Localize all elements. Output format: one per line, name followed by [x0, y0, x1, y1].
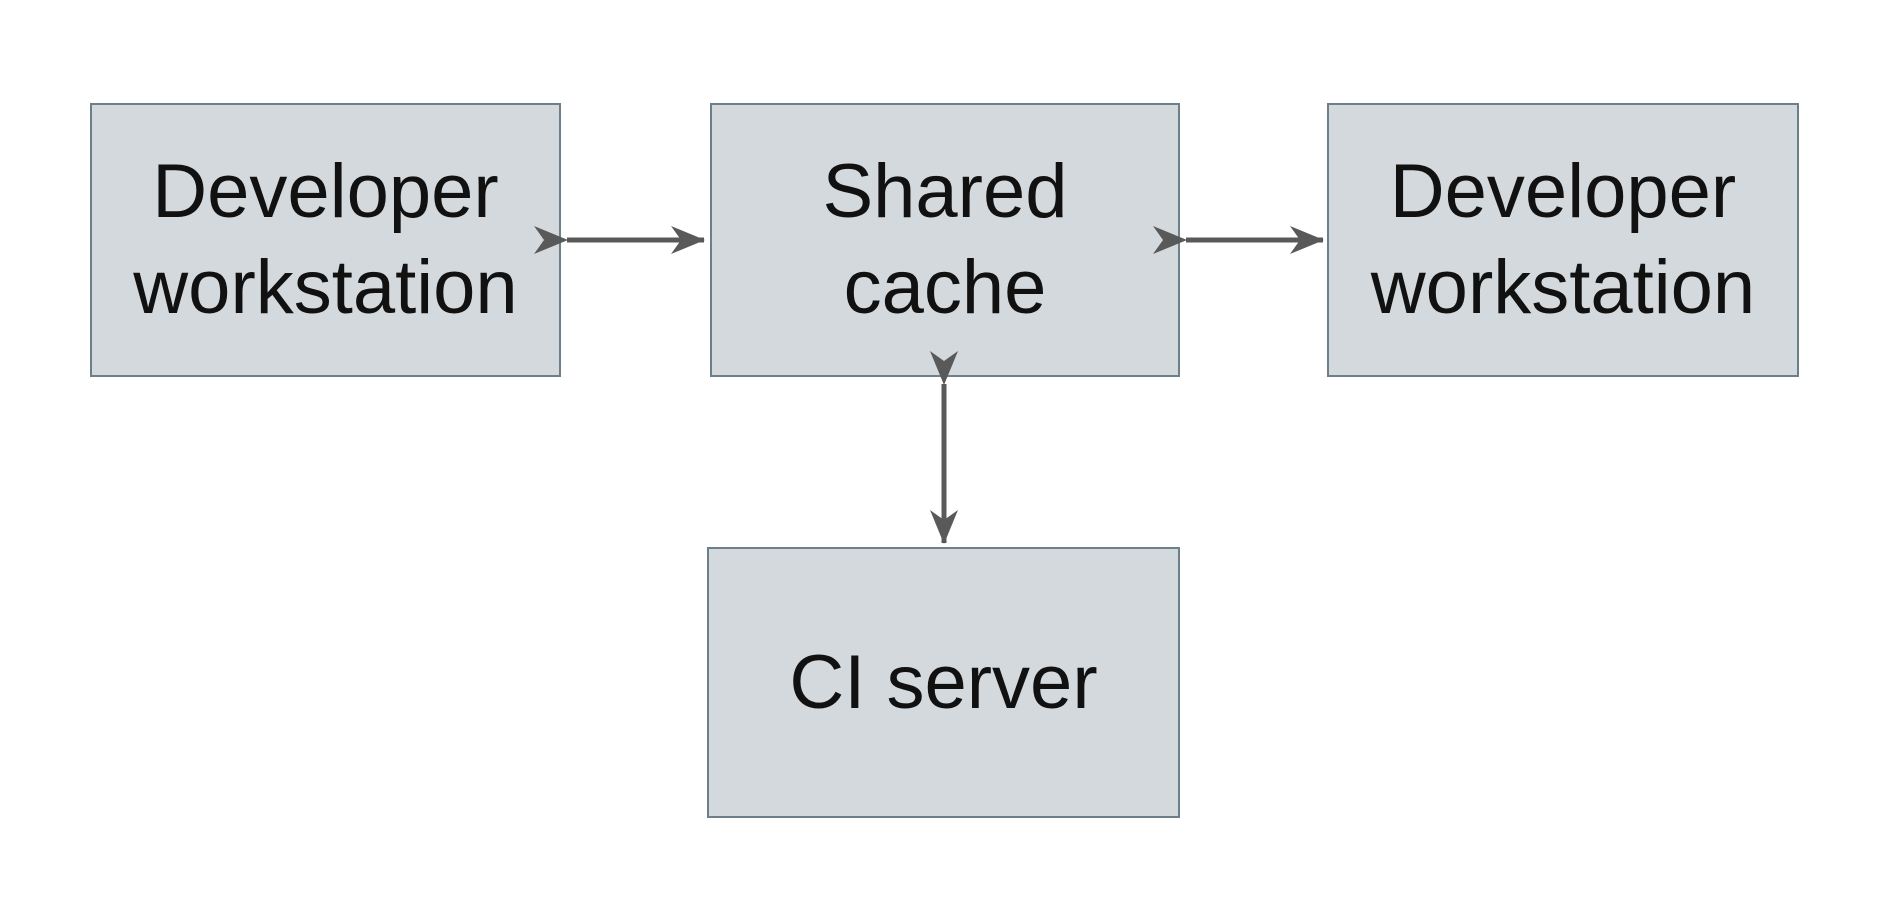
node-label-line: Shared [822, 149, 1068, 235]
node-label: Developer workstation [133, 144, 517, 336]
node-label: CI server [789, 635, 1097, 731]
node-label-line: CI server [789, 639, 1098, 725]
node-label: Shared cache [822, 144, 1067, 336]
node-ci-server: CI server [707, 547, 1180, 818]
node-developer-workstation-right: Developer workstation [1327, 103, 1799, 377]
node-label-line: workstation [133, 245, 518, 330]
node-label-line: Developer [152, 149, 499, 235]
node-label-line: cache [843, 245, 1047, 330]
node-shared-cache: Shared cache [710, 103, 1180, 377]
node-label-line: workstation [1370, 245, 1756, 330]
node-label-line: Developer [1389, 149, 1737, 235]
node-developer-workstation-left: Developer workstation [90, 103, 561, 377]
node-label: Developer workstation [1371, 144, 1755, 336]
